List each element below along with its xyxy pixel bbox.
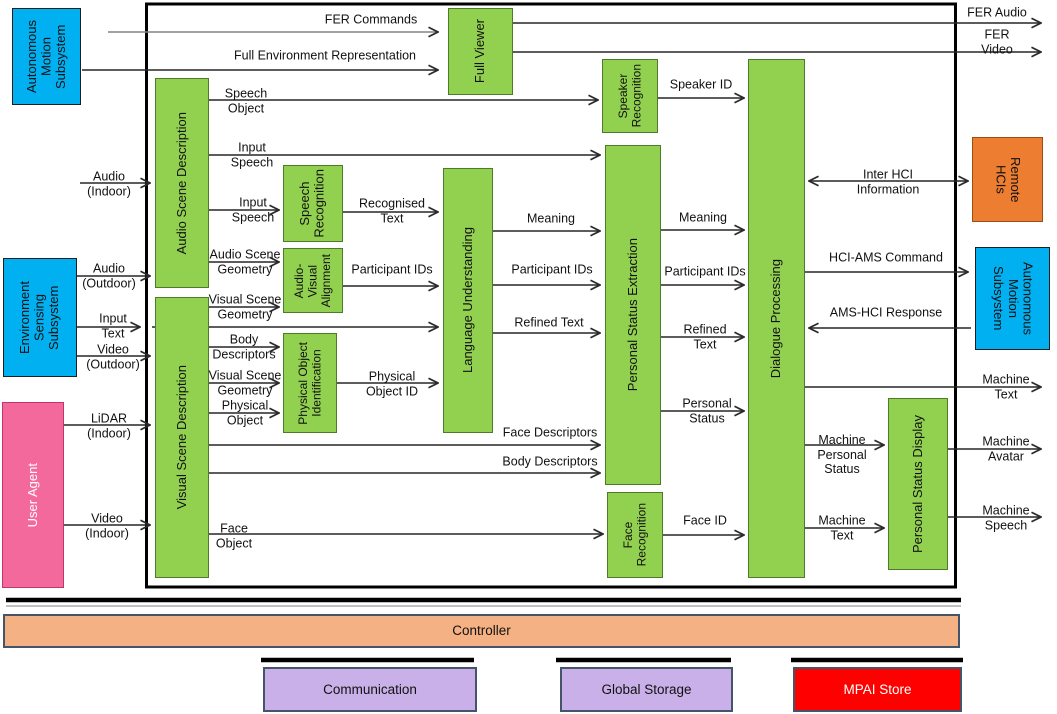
inter-hci-label: Inter HCI Information [856,167,920,196]
meaning-pse-label: Meaning [679,210,727,225]
mpai-store-label: MPAI Store [843,681,912,697]
body-descriptors-poi-label: Body Descriptors [212,332,276,361]
machine-text-out-label: Machine Text [982,372,1030,401]
audio-scene-description-label: Audio Scene Description [173,111,189,255]
machine-personal-status-label: Machine Personal Status [817,433,867,477]
speaker-recognition-box: Speaker Recognition [602,59,658,133]
input-text-label: Input Text [99,311,127,340]
controller-box: Controller [3,614,960,648]
global-storage-box: Global Storage [560,667,733,712]
mpai-store-box: MPAI Store [793,667,962,712]
machine-text-psd-label: Machine Text [818,513,866,542]
autonomous-motion-subsystem-right-label: Autonomous Motion Subsystem [991,262,1036,335]
face-recognition-box: Face Recognition [607,492,663,578]
language-understanding-box: Language Understanding [443,168,493,433]
input-speech-top-label: Input Speech [230,140,274,169]
physical-object-identification-box: Physical Object Identification [283,333,337,433]
communication-box: Communication [263,667,477,712]
full-viewer-label: Full Viewer [472,19,488,84]
visual-scene-geometry-label: Visual Scene Geometry [208,368,282,397]
refined-text-pse-label: Refined Text [683,322,727,351]
physical-object-identification-label: Physical Object Identification [295,341,323,425]
autonomous-motion-subsystem-left-box: Autonomous Motion Subsystem [12,8,81,105]
dialogue-processing-label: Dialogue Processing [768,258,784,379]
face-object-label: Face Object [215,521,253,550]
remote-hcis-box: Remote HCIs [972,137,1043,222]
user-agent-label: User Agent [24,462,40,528]
personal-status-display-label: Personal Status Display [909,414,925,553]
autonomous-motion-subsystem-right-box: Autonomous Motion Subsystem [975,247,1050,350]
fer-audio-label: FER Audio [967,5,1027,20]
machine-speech-label: Machine Speech [982,503,1030,532]
global-storage-label: Global Storage [601,681,692,697]
visual-scene-description-box: Visual Scene Description [155,297,209,578]
recognised-text-label: Recognised Text [358,196,426,225]
communication-label: Communication [323,681,417,697]
video-outdoor-label: Video (Outdoor) [86,342,140,371]
dialogue-processing-box: Dialogue Processing [748,59,805,578]
full-viewer-box: Full Viewer [448,8,513,95]
speech-recognition-label: Speech Recognition [297,169,327,238]
video-indoor-label: Video (Indoor) [85,511,129,540]
participant-ids-lu-label: Participant IDs [511,262,593,277]
autonomous-motion-subsystem-left-label: Autonomous Motion Subsystem [23,20,68,93]
lidar-indoor-label: LiDAR (Indoor) [87,411,131,440]
participant-ids-pse-label: Participant IDs [664,264,746,279]
speaker-id-label: Speaker ID [669,77,733,92]
controller-label: Controller [452,623,511,639]
audio-visual-alignment-box: Audio- Visual Alignment [283,248,343,313]
face-recognition-label: Face Recognition [620,503,648,567]
remote-hcis-label: Remote HCIs [993,156,1024,203]
visual-scene-description-label: Visual Scene Description [173,365,189,510]
full-environment-representation-label: Full Environment Representation [233,48,417,63]
physical-object-label: Physical Object [221,398,269,427]
speaker-recognition-label: Speaker Recognition [615,64,643,128]
input-speech-label: Input Speech [231,195,275,224]
refined-text-lu-label: Refined Text [514,315,584,330]
visual-scene-geometry-top-label: Visual Scene Geometry [208,292,282,321]
ams-hci-response-label: AMS-HCI Response [829,305,943,320]
face-descriptors-label: Face Descriptors [502,425,598,440]
audio-scene-geometry-label: Audio Scene Geometry [209,247,281,276]
audio-scene-description-box: Audio Scene Description [155,78,209,288]
participant-ids-ava-label: Participant IDs [351,262,433,277]
user-agent-box: User Agent [2,402,64,588]
environment-sensing-subsystem-box: Environment Sensing Subsystem [3,258,77,377]
audio-outdoor-label: Audio (Outdoor) [82,261,136,290]
meaning-lu-label: Meaning [527,211,575,226]
fer-video-label: FER Video [981,27,1013,56]
face-id-label: Face ID [683,513,727,528]
fer-commands-label: FER Commands [324,12,418,27]
personal-status-extraction-box: Personal Status Extraction [605,145,661,485]
speech-object-label: Speech Object [224,86,268,115]
body-descriptors-pse-label: Body Descriptors [502,454,598,469]
language-understanding-label: Language Understanding [459,227,475,374]
personal-status-display-box: Personal Status Display [888,398,948,570]
personal-status-label: Personal Status [682,396,732,425]
machine-avatar-label: Machine Avatar [982,434,1030,463]
physical-object-id-label: Physical Object ID [365,369,419,398]
personal-status-extraction-label: Personal Status Extraction [624,238,640,392]
audio-visual-alignment-label: Audio- Visual Alignment [291,253,333,308]
hci-frame [145,2,957,589]
hci-ams-command-label: HCI-AMS Command [829,250,943,265]
environment-sensing-subsystem-label: Environment Sensing Subsystem [17,281,62,354]
audio-indoor-label: Audio (Indoor) [87,169,131,198]
speech-recognition-box: Speech Recognition [283,165,343,242]
